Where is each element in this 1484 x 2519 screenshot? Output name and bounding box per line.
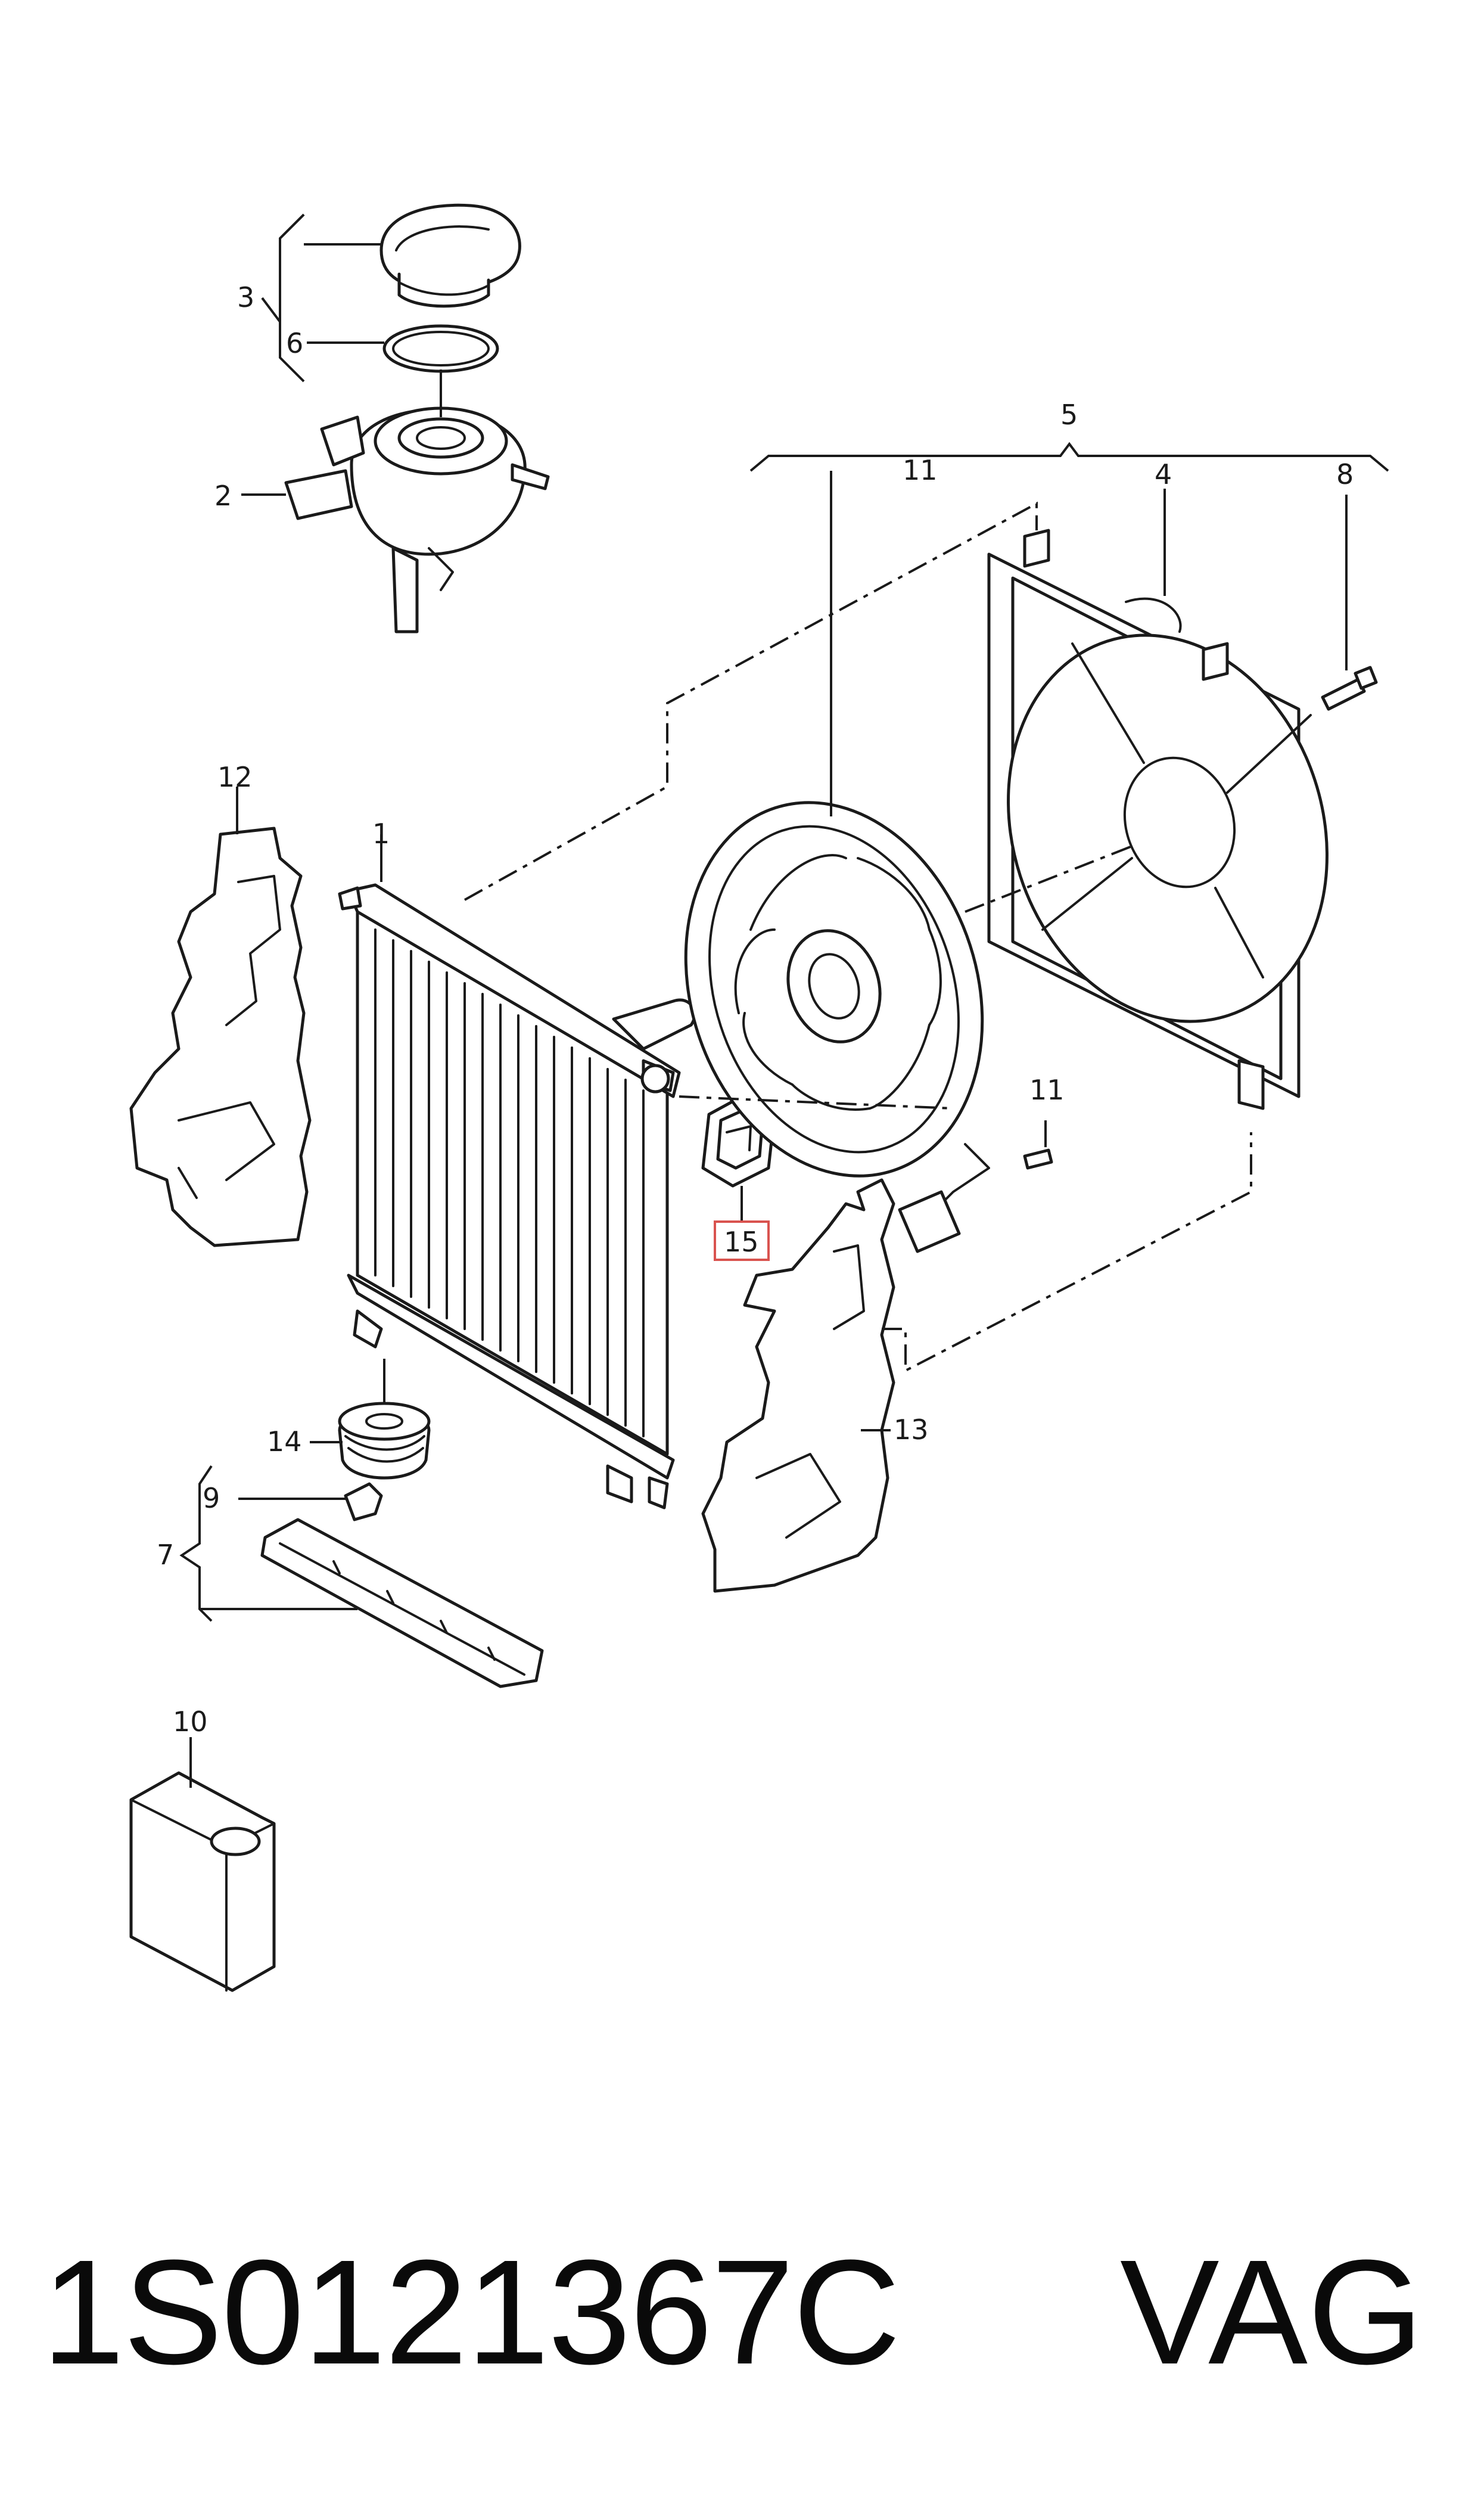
callout-11-top: 11 xyxy=(903,454,938,486)
footer: 1S0121367C VAG xyxy=(0,2229,1484,2396)
air-guide-right xyxy=(701,1178,895,1593)
exploded-parts-diagram xyxy=(129,203,1389,1992)
coolant-container xyxy=(129,1737,276,1992)
callout-2: 2 xyxy=(214,480,232,512)
callout-3: 3 xyxy=(237,281,254,313)
expansion-tank xyxy=(241,369,550,633)
callout-13: 13 xyxy=(894,1414,929,1446)
radiator-fins xyxy=(374,928,645,1437)
callout-15-highlight-box xyxy=(714,1220,770,1261)
callout-4: 4 xyxy=(1155,458,1172,490)
callout-15: 15 xyxy=(724,1226,759,1258)
fan-wheel xyxy=(684,471,1053,1253)
bolt xyxy=(1321,495,1378,711)
filler-cap xyxy=(379,203,521,308)
callout-10: 10 xyxy=(173,1706,208,1738)
callout-7: 7 xyxy=(157,1539,174,1571)
callout-11-bolt: 11 xyxy=(1029,1074,1065,1106)
lower-air-guide xyxy=(260,1518,544,1688)
rubber-bushing xyxy=(310,1359,431,1480)
callout-12: 12 xyxy=(217,761,253,793)
bracket-7-9 xyxy=(179,1465,357,1622)
callout-labels: 3 6 2 5 11 4 8 12 1 11 15 13 14 9 7 10 xyxy=(157,281,1354,1738)
callout-5: 5 xyxy=(1060,399,1078,431)
part-number: 1S0121367C xyxy=(42,2229,901,2395)
air-guide-left xyxy=(129,787,312,1247)
callout-9: 9 xyxy=(203,1482,220,1514)
bracket-5 xyxy=(749,442,1389,472)
callout-8: 8 xyxy=(1336,458,1354,490)
callout-14: 14 xyxy=(267,1425,302,1458)
callout-6: 6 xyxy=(286,327,303,359)
radiator xyxy=(338,834,696,1509)
bracket-3-6 xyxy=(261,213,384,383)
clip xyxy=(238,1482,383,1521)
assembly-guide-lines xyxy=(464,501,1252,1373)
brand-name: VAG xyxy=(1120,2229,1424,2395)
callout-1: 1 xyxy=(372,818,390,850)
fan-shroud xyxy=(987,489,1329,1110)
